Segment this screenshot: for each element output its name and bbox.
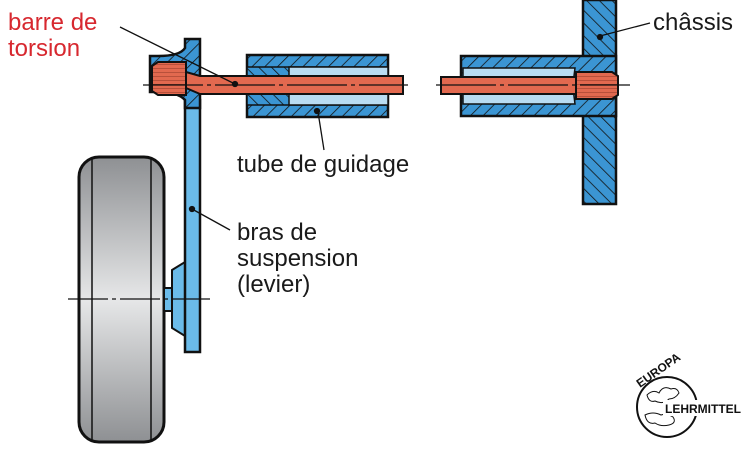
label-arm-line2: suspension (237, 245, 359, 272)
center-lines (68, 84, 630, 300)
leader-lines (119, 22, 651, 231)
label-guide-tube: tube de guidage (237, 151, 410, 178)
europa-lehrmittel-logo: LEHRMITTEL EUROPA (634, 350, 741, 438)
label-suspension-arm: bras de suspension (levier) (237, 220, 358, 298)
label-torsion-bar-line1: barre de (8, 9, 98, 36)
torsion-bar-left-head (151, 61, 187, 96)
torsion-bar-left (185, 70, 404, 95)
label-arm-line3: (levier) (237, 271, 311, 298)
label-torsion-bar: barre de torsion (8, 10, 97, 62)
label-arm-line1: bras de (237, 219, 318, 246)
logo-text-lehrmittel: LEHRMITTEL (665, 402, 741, 416)
label-torsion-bar-line2: torsion (8, 35, 81, 62)
label-chassis: châssis (653, 9, 734, 36)
